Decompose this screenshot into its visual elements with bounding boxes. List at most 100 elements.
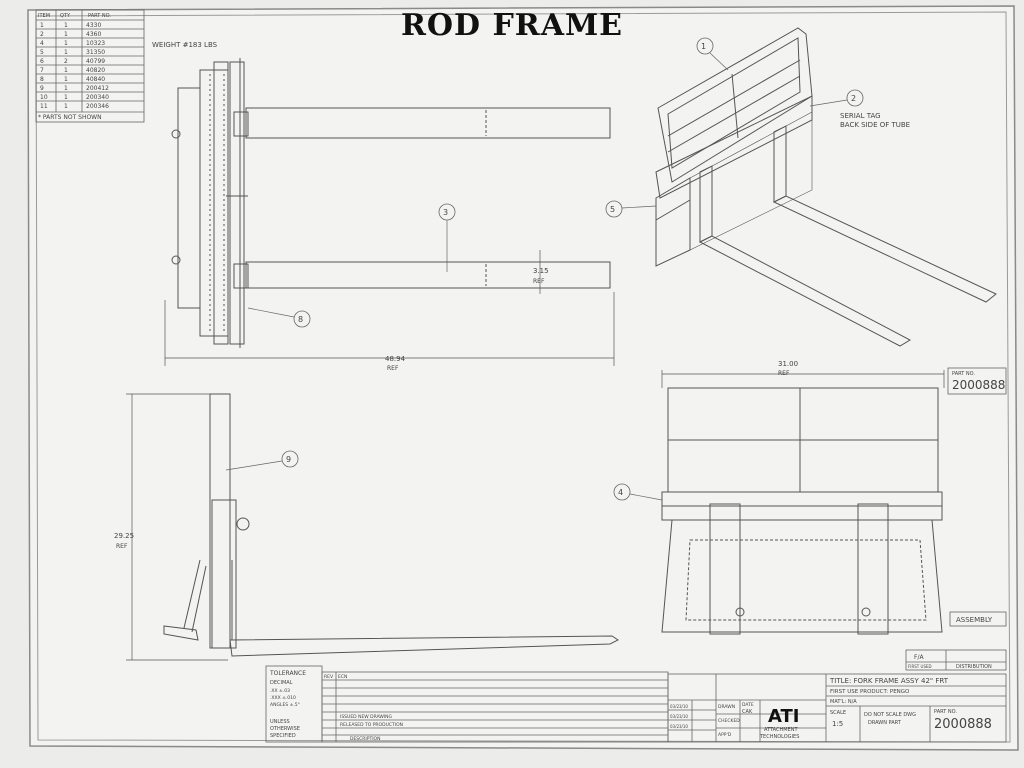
tolerance-block [265, 665, 669, 743]
svg-text:9: 9 [286, 455, 291, 464]
tolerance-label: TOLERANCE [269, 670, 306, 677]
callout-9: 9 [225, 450, 299, 471]
front-view [661, 370, 945, 635]
tb-date-1: 03/23/10 [670, 704, 688, 709]
bom-cell: 8 [40, 76, 44, 83]
rev-header-rev: REV [324, 674, 334, 680]
tb-checked-label: CHECKED [718, 718, 740, 724]
side-view [126, 393, 619, 661]
dim-height: 29.25 [114, 532, 134, 540]
weight-label: WEIGHT #183 LBS [152, 41, 218, 49]
bom-cell: 2 [40, 31, 44, 38]
inner-border [35, 11, 1011, 743]
bom-table [35, 9, 145, 123]
distribution-label: DISTRIBUTION [956, 664, 992, 670]
first-used-label: FIRST USED [908, 664, 932, 669]
bom-cell: 40840 [86, 76, 105, 83]
svg-text:3: 3 [443, 208, 448, 217]
dim-fork-thickness: 3.15 [533, 267, 549, 275]
bom-cell: 4330 [86, 22, 101, 29]
bom-header-item: ITEM [38, 13, 50, 19]
part-no-label-lower: PART NO. [934, 709, 957, 715]
dim-overall-length-ref: REF [387, 365, 399, 372]
unless-line-3: SPECIFIED [270, 733, 296, 739]
bom-cell: 2 [64, 58, 68, 65]
bom-cell: 5 [40, 49, 44, 56]
tb-material: MAT'L: N/A [830, 699, 857, 705]
bom-cell: 1 [64, 22, 68, 29]
part-no-label-upper: PART NO. [952, 371, 975, 377]
paper-border [27, 5, 1019, 751]
bom-cell: 6 [40, 58, 44, 65]
tb-date-label: DATE [742, 702, 754, 708]
bom-header-qty: QTY [60, 13, 71, 19]
unless-line-1: UNLESS [270, 719, 290, 725]
bom-cell: 11 [40, 103, 48, 110]
unless-line-2: OTHERWISE [270, 726, 300, 732]
callout-4: 4 [613, 483, 663, 501]
assembly-label: ASSEMBLY [956, 616, 993, 624]
bom-note: * PARTS NOT SHOWN [38, 114, 102, 121]
bom-cell: 31350 [86, 49, 105, 56]
bom-cell: 9 [40, 85, 44, 92]
callout-2: 2 [809, 89, 864, 107]
svg-text:2: 2 [851, 94, 856, 103]
bom-cell: 40799 [86, 58, 105, 65]
tb-title: TITLE: FORK FRAME ASSY 42" FRT [829, 677, 949, 685]
bom-cell: 1 [64, 85, 68, 92]
bom-cell: 10323 [86, 40, 105, 47]
top-view [164, 58, 615, 366]
tb-scale: 1:5 [832, 720, 843, 728]
tolerance-line-2: .XXX ±.010 [270, 695, 296, 701]
bom-cell: 40820 [86, 67, 105, 74]
part-no-lower: 2000888 [934, 717, 992, 732]
part-no-upper: 2000888 [952, 378, 1005, 392]
bom-cell: 10 [40, 94, 48, 101]
tolerance-decimal: DECIMAL [270, 680, 293, 686]
fa-label: F/A [914, 654, 924, 661]
bom-cell: 1 [64, 103, 68, 110]
bom-cell: 4360 [86, 31, 101, 38]
photo-title: ROD FRAME [400, 8, 624, 43]
dim-height-ref: REF [116, 543, 128, 550]
bom-cell: 200412 [86, 85, 109, 92]
bom-cell: 1 [64, 76, 68, 83]
bom-cell: 4 [40, 40, 44, 47]
callout-3: 3 [438, 203, 456, 272]
ati-logo: ATI [768, 706, 800, 727]
bom-cell: 7 [40, 67, 44, 74]
svg-text:5: 5 [610, 205, 615, 214]
tb-first-use: FIRST USE PRODUCT: PENGO [830, 689, 910, 695]
callout-8: 8 [247, 307, 311, 328]
tb-drawn-part: DRAWN PART [868, 720, 902, 726]
serial-tag-line-1: SERIAL TAG [840, 112, 881, 120]
bom-cell: 1 [64, 67, 68, 74]
bom-cell: 200346 [86, 103, 109, 110]
rev-header-ecn: ECN [338, 674, 347, 680]
dim-width: 31.00 [778, 360, 798, 368]
bom-cell: 1 [40, 22, 44, 29]
tolerance-line-3: ANGLES ±.5° [270, 702, 300, 708]
tb-drawn-label: DRAWN [718, 704, 735, 710]
ati-company-1: ATTACHMENT [764, 727, 798, 733]
svg-text:1: 1 [701, 42, 706, 51]
bom-headers: ITEM QTY PART NO. [38, 13, 111, 19]
svg-text:8: 8 [298, 315, 303, 324]
serial-tag-line-2: BACK SIDE OF TUBE [840, 121, 910, 129]
title-block [667, 673, 1007, 743]
bom-cell: 200340 [86, 94, 109, 101]
bom-header-part: PART NO. [88, 13, 111, 19]
ati-company-2: TECHNOLOGIES [759, 734, 799, 740]
bom-cell: 1 [64, 31, 68, 38]
callout-1: 1 [696, 37, 729, 71]
rev-row-1: ISSUED NEW DRAWING [340, 714, 393, 720]
tb-date-3: 03/23/10 [670, 724, 688, 729]
callout-5: 5 [605, 200, 657, 218]
part-no-box [947, 367, 1007, 395]
tb-author: CAK [742, 709, 753, 715]
bom-cell: 1 [64, 49, 68, 56]
tb-scale-label: SCALE [830, 710, 846, 716]
